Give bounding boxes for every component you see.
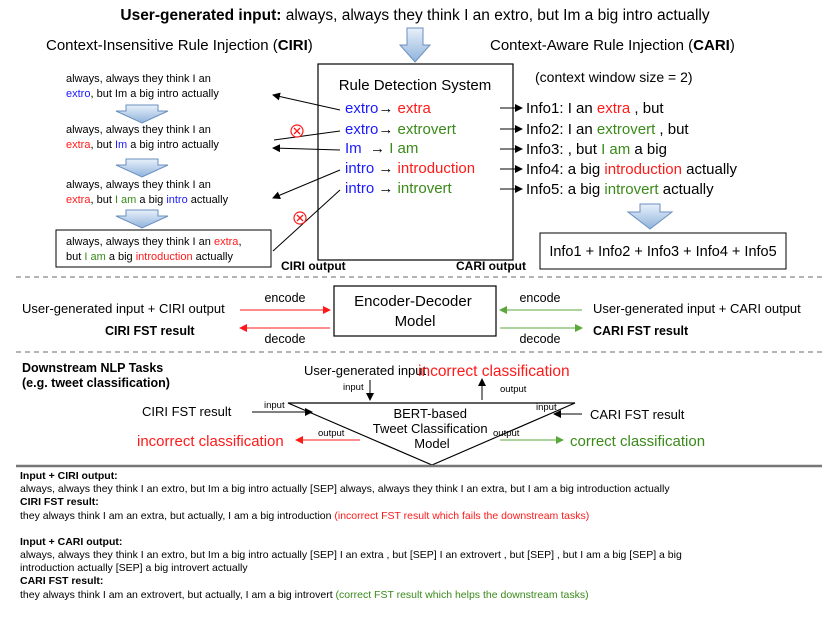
ciri-down-arrow-1 — [115, 104, 169, 124]
ciri-output-box — [55, 229, 272, 268]
ciri-down-arrow-2 — [115, 158, 169, 178]
info-5: Info5: a big introvert actually — [526, 181, 714, 198]
ciri-step-1: always, always they think I an extro, bu… — [66, 73, 219, 100]
ciri-result-note: (incorrect FST result which fails the do… — [334, 509, 590, 522]
cari-result-note: (correct FST result which helps the down… — [335, 588, 589, 601]
downstream-right-result: correct classification — [570, 433, 705, 450]
rule-1: extro→ extra — [345, 100, 432, 117]
rule-3: Im → I am — [345, 140, 418, 157]
ciri-result-line: they always think I am an extra, but act… — [20, 510, 820, 523]
top-input-label: input — [343, 382, 364, 393]
encode-label-left: encode — [264, 291, 305, 305]
enc-left-result: CIRI FST result — [105, 324, 195, 338]
cari-result-line: they always think I am an extrovert, but… — [20, 589, 820, 602]
cari-output-text: Info1 + Info2 + Info3 + Info4 + Info5 — [549, 244, 776, 260]
ciri-input-text: always, always they think I an extro, bu… — [20, 483, 670, 496]
decode-label-right: decode — [519, 332, 560, 346]
ciri-output-label: CIRI output — [281, 259, 346, 273]
bert-model-triangle — [287, 402, 576, 466]
rule-arrow-ciri-3 — [272, 144, 341, 153]
rule-box-title: Rule Detection System — [339, 77, 492, 94]
ciri-down-arrow-3 — [115, 209, 169, 229]
rule-4: intro → introduction — [345, 160, 475, 177]
cari-heading: Context-Aware Rule Injection (CARI) — [490, 37, 735, 54]
reject-icon-2 — [293, 211, 307, 225]
rule-arrow-ciri-2 — [273, 130, 341, 141]
downstream-left-input: CIRI FST result — [142, 404, 232, 419]
rule-2: extro→ extrovert — [345, 121, 457, 138]
ciri-step-3: always, always they think I an extra, bu… — [0, 0, 237, 206]
rule-arrow-ciri-5 — [272, 189, 341, 252]
downstream-title: Downstream NLP Tasks (e.g. tweet classif… — [22, 361, 170, 390]
rule-detection-box — [317, 63, 514, 261]
rule-5: intro → introvert — [345, 180, 453, 197]
ciri-step-2: always, always they think I an extra, bu… — [0, 0, 228, 151]
ciri-output-text: always, always they think I an extra, bu… — [0, 0, 257, 263]
decode-label-left: decode — [264, 332, 305, 346]
rule-arrow-ciri-1 — [272, 92, 341, 111]
info-3: Info3: , but I am a big — [526, 141, 667, 158]
enc-right-input: User-generated input + CARI output — [593, 301, 801, 316]
header-title: User-generated input: always, always the… — [120, 7, 709, 24]
cari-input-text-2: introduction actually [SEP] a big introv… — [20, 562, 248, 575]
downstream-top-result: incorrect classification — [418, 363, 570, 380]
bert-model-label: BERT-based Tweet Classification Model — [373, 406, 492, 451]
cari-input-heading: Input + CARI output: — [20, 535, 123, 548]
cari-output-label: CARI output — [456, 259, 526, 273]
cari-result-heading: CARI FST result: — [20, 575, 104, 588]
downstream-right-input: CARI FST result — [590, 407, 685, 422]
downstream-left-result: incorrect classification — [137, 433, 284, 450]
cari-input-text-1: always, always they think I an extro, bu… — [20, 549, 682, 562]
info-4: Info4: a big introduction actually — [526, 161, 737, 178]
rule-arrow-ciri-4 — [272, 169, 341, 199]
downstream-top-input: User-generated input — [304, 363, 427, 378]
cari-down-arrow — [626, 203, 674, 230]
ciri-result-heading: CIRI FST result: — [20, 496, 99, 509]
example-outputs: Input + CIRI output: always, always they… — [20, 470, 820, 602]
ciri-heading: Context-Insensitive Rule Injection (CIRI… — [46, 37, 313, 54]
ciri-input-heading: Input + CIRI output: — [20, 470, 118, 482]
enc-left-input: User-generated input + CIRI output — [22, 301, 225, 316]
cari-result-text: they always think I am an extrovert, but… — [20, 588, 336, 601]
encoder-decoder-title: Encoder-Decoder Model — [354, 293, 476, 330]
ciri-result-text: they always think I am an extra, but act… — [20, 509, 335, 522]
encoder-decoder-box — [333, 285, 497, 337]
cari-output-box — [539, 232, 787, 270]
info-2: Info2: I an extrovert , but — [526, 121, 689, 138]
encode-label-right: encode — [519, 291, 560, 305]
right-input-label: input — [536, 402, 557, 413]
left-input-label: input — [264, 400, 285, 411]
left-output-label: output — [318, 428, 345, 439]
enc-right-result: CARI FST result — [593, 324, 689, 338]
info-1: Info1: I an extra , but — [526, 100, 664, 117]
context-window-note: (context window size = 2) — [535, 69, 693, 85]
right-output-label: output — [493, 428, 520, 439]
input-down-arrow — [398, 27, 432, 63]
top-output-label: output — [500, 384, 527, 395]
reject-icon-1 — [290, 124, 304, 138]
